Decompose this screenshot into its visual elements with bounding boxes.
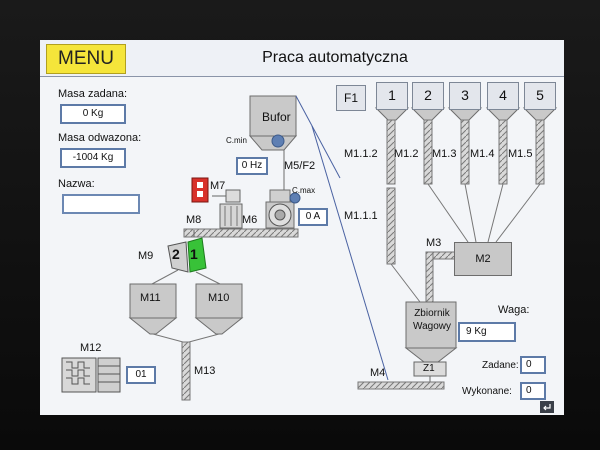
m11-silo (128, 283, 178, 335)
masa-odwazona-field[interactable]: -1004 Kg (60, 148, 126, 168)
scale-tank-label-2: Wagowy (413, 321, 451, 332)
m13-screw (181, 341, 191, 401)
m12-unit (61, 357, 121, 393)
m1-2-screw (423, 119, 433, 185)
process-diagram (61, 95, 558, 401)
wykonane-label: Wykonane: (462, 386, 512, 397)
masa-odwazona-label: Masa odwazona: (58, 132, 142, 144)
waga-label: Waga: (498, 304, 530, 316)
silo-4-button[interactable]: 4 (487, 82, 519, 110)
z1-label: Z1 (423, 363, 435, 374)
m3-label: M3 (426, 237, 442, 249)
m1-3-screw (460, 119, 470, 185)
m7-label: M7 (210, 180, 226, 192)
m8-filter (219, 203, 243, 229)
diverter-valves (167, 230, 207, 273)
m8-label: M8 (186, 214, 202, 226)
m6-conveyor (183, 228, 299, 238)
bufor-line (295, 95, 341, 179)
m6-rotary-feeder (265, 189, 301, 229)
bufor-label: Bufor (262, 110, 291, 124)
nazwa-field[interactable] (62, 194, 140, 214)
zadane-label: Zadane: (482, 360, 519, 371)
zadane-field[interactable]: 0 (520, 356, 546, 374)
bufor-hopper (248, 95, 298, 151)
m3-conveyor-v (425, 251, 434, 305)
m12-counter-field[interactable]: 01 (126, 366, 156, 384)
c-min-label: C.min (226, 136, 247, 145)
m2-mixer[interactable]: M2 (454, 242, 512, 276)
waga-field[interactable]: 9 Kg (458, 322, 516, 342)
scale-tank-label-1: Zbiornik (414, 308, 450, 319)
silo-2-button[interactable]: 2 (412, 82, 444, 110)
m1-5-screw (535, 119, 545, 185)
title-bar: MENU Praca automatyczna (40, 40, 564, 77)
m5-label: M5/F2 (284, 160, 316, 172)
c-max-sensor (289, 192, 301, 204)
m10-label: M10 (208, 292, 230, 304)
silo-1-button[interactable]: 1 (376, 82, 408, 110)
return-icon[interactable] (540, 401, 554, 413)
m1-2-label: M1.2 (394, 148, 419, 160)
m1-3-label: M1.3 (432, 148, 457, 160)
m4-label: M4 (370, 367, 386, 379)
nazwa-label: Nazwa: (58, 178, 95, 190)
f1-button[interactable]: F1 (336, 85, 366, 111)
bufor-line-2 (311, 125, 389, 381)
hmi-screen: MENU Praca automatyczna (40, 40, 564, 415)
m1-1-2-screw (386, 119, 396, 185)
masa-zadana-label: Masa zadana: (58, 88, 128, 100)
c-min-sensor (271, 134, 285, 148)
menu-button[interactable]: MENU (46, 44, 126, 74)
m12-label: M12 (80, 342, 102, 354)
m1-4-screw (498, 119, 508, 185)
m11-label: M11 (140, 292, 161, 304)
m10-silo (194, 283, 244, 335)
m6-label: M6 (242, 214, 258, 226)
m7-unit (191, 177, 241, 203)
page-title: Praca automatyczna (262, 49, 408, 66)
m5-frequency-field[interactable]: 0 Hz (236, 157, 268, 175)
valve-2-label[interactable]: 2 (172, 246, 180, 262)
m4-conveyor (357, 381, 445, 390)
valve-1-label[interactable]: 1 (190, 246, 198, 262)
m9-label: M9 (138, 250, 154, 262)
silo-chutes (374, 107, 558, 121)
silo-3-button[interactable]: 3 (449, 82, 481, 110)
m1-5-label: M1.5 (508, 148, 533, 160)
m1-1-1-label: M1.1.1 (344, 210, 378, 222)
masa-zadana-field[interactable]: 0 Kg (60, 104, 126, 124)
c-max-label: C.max (292, 186, 316, 195)
wykonane-field[interactable]: 0 (520, 382, 546, 400)
silo-5-button[interactable]: 5 (524, 82, 556, 110)
scale-tank (404, 301, 458, 363)
m1-4-label: M1.4 (470, 148, 495, 160)
m1-1-2-label: M1.1.2 (344, 148, 378, 160)
m13-label: M13 (194, 365, 216, 377)
m6-current-field[interactable]: 0 A (298, 208, 328, 226)
m1-1-1-screw (386, 187, 396, 265)
